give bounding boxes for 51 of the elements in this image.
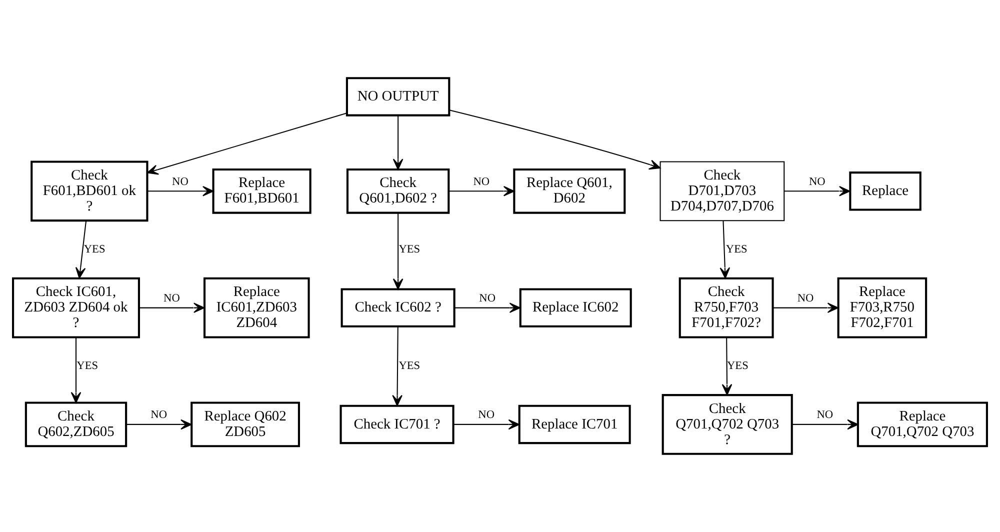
- node-box: Check F601,BD601 ok ?: [30, 160, 148, 222]
- arrow: [454, 419, 520, 430]
- node-box: Check IC602 ?: [340, 288, 456, 328]
- arrow: [720, 220, 730, 279]
- edge-label: NO: [478, 409, 495, 422]
- arrow: [139, 302, 205, 313]
- edge-label: NO: [150, 409, 168, 422]
- arrow: [449, 186, 515, 196]
- node-box: Replace: [849, 172, 922, 211]
- edge-label: NO: [473, 176, 490, 188]
- edge-label: NO: [797, 292, 814, 304]
- arrow: [392, 212, 404, 290]
- edge-label: NO: [172, 176, 188, 188]
- edge-label: YES: [84, 243, 106, 256]
- node-box: Replace Q701,Q702 Q703: [856, 402, 988, 448]
- arrow: [449, 110, 661, 170]
- arrow: [70, 337, 82, 404]
- node-box: Replace IC701: [518, 404, 631, 444]
- node-box: Check D701,D703 D704,D707,D706: [660, 161, 785, 222]
- arrow: [773, 302, 839, 313]
- node-box: Replace Q601, D602: [513, 168, 626, 214]
- node-box: Replace F703,R750 F702,F701: [837, 277, 928, 338]
- node-box: Check IC601, ZD603 ZD604 ok ?: [12, 277, 140, 338]
- edge-label: NO: [479, 292, 496, 304]
- edge-label: YES: [76, 360, 98, 372]
- edge-label: NO: [808, 176, 826, 188]
- node-box: Replace F601,BD601: [212, 168, 312, 214]
- arrow: [126, 419, 192, 430]
- node-box: Check Q602,ZD605: [24, 402, 128, 448]
- edge-label: NO: [816, 409, 834, 422]
- node-box: NO OUTPUT: [346, 77, 450, 116]
- node-box: Check R750,F703 F701,F702?: [678, 277, 774, 338]
- arrow: [392, 326, 402, 406]
- node-box: Replace IC601,ZD603 ZD604: [203, 277, 310, 338]
- arrow: [792, 419, 858, 430]
- node-box: Replace Q602 ZD605: [190, 402, 300, 448]
- arrow: [722, 337, 732, 396]
- arrow: [784, 186, 850, 196]
- arrow: [75, 220, 87, 279]
- arrow: [146, 112, 347, 175]
- edge-label: YES: [726, 243, 748, 256]
- arrow: [454, 302, 521, 313]
- node-box: Check IC701 ?: [340, 404, 454, 444]
- edge-label: YES: [398, 243, 420, 256]
- node-box: Replace IC602: [519, 288, 632, 328]
- node-box: Check Q601,D602 ?: [346, 168, 450, 214]
- node-box: Check Q701,Q702 Q703 ?: [662, 394, 793, 455]
- arrow: [147, 186, 214, 196]
- edge-label: YES: [398, 360, 420, 372]
- arrow: [392, 116, 404, 170]
- edge-label: NO: [164, 292, 180, 304]
